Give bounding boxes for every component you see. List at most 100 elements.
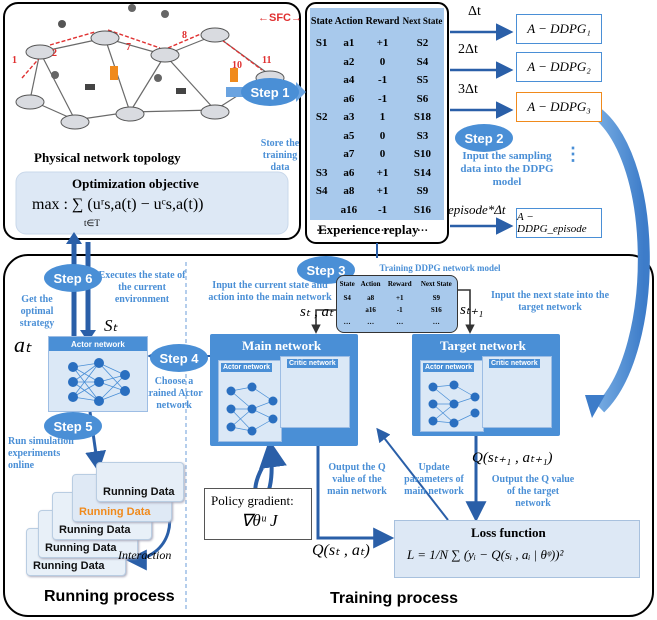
label-q-main: Q(sₜ , aₜ) bbox=[312, 542, 370, 559]
table-row: a16 -1 S16 bbox=[337, 304, 457, 316]
table-cell: +1 bbox=[395, 294, 404, 302]
step2-badge: Step 2 bbox=[455, 124, 513, 152]
table-cell: 1 bbox=[379, 111, 386, 124]
big-curved-arrow bbox=[586, 102, 650, 413]
table-cell: 0 bbox=[379, 148, 386, 161]
mini-header: Reward bbox=[387, 280, 412, 288]
table-cell: a8 bbox=[343, 185, 355, 198]
loss-function-formula: L = 1/N ∑ (yᵢ − Q(sᵢ , aᵢ | θᵠ))² bbox=[407, 547, 564, 562]
table-cell: a16 bbox=[365, 306, 376, 314]
table-cell: … bbox=[432, 318, 440, 326]
table-cell: a1 bbox=[343, 37, 355, 50]
replay-title: Experience replay bbox=[318, 222, 419, 237]
running-data-label: Running Data bbox=[45, 542, 117, 554]
running-data-label: Running Data bbox=[59, 524, 131, 536]
table-cell bbox=[310, 53, 333, 72]
table-cell: 0 bbox=[379, 129, 386, 142]
replay-ddpg-arrows bbox=[450, 23, 514, 235]
interaction-label: Interaction bbox=[118, 548, 172, 562]
table-cell: … bbox=[343, 318, 351, 326]
delta-1: Δt bbox=[468, 4, 481, 19]
update-arrow bbox=[376, 427, 449, 521]
table-cell: S14 bbox=[413, 166, 432, 179]
ellipsis-vertical: ⋮ bbox=[564, 144, 582, 164]
main-network-panel: Main network Actor network Critic networ… bbox=[210, 334, 358, 446]
topology-devices bbox=[51, 4, 238, 94]
loss-function-box: Loss function L = 1/N ∑ (yᵢ − Q(sᵢ , aᵢ … bbox=[394, 520, 640, 578]
table-cell: a5 bbox=[343, 129, 355, 142]
table-cell: a6 bbox=[343, 92, 355, 105]
table-cell: S2 bbox=[315, 111, 328, 124]
input-target-arrow bbox=[458, 289, 475, 334]
table-cell: a3 bbox=[343, 111, 355, 124]
label-st: Sₜ bbox=[104, 316, 118, 335]
table-cell: S3 bbox=[416, 129, 429, 142]
main-actor-inner: Actor network bbox=[218, 360, 282, 442]
note-store: Store the training data bbox=[260, 138, 300, 173]
main-critic-inner: Critic network bbox=[280, 356, 350, 428]
running-data-label: Running Data bbox=[33, 560, 105, 572]
link-number-7: 7 bbox=[126, 42, 131, 53]
table-cell: … bbox=[416, 222, 428, 235]
target-network-panel: Target network Actor network Critic netw… bbox=[412, 334, 560, 436]
mini-header: State bbox=[339, 280, 355, 288]
table-cell: a6 bbox=[343, 166, 355, 179]
training-process-title: Training process bbox=[330, 590, 459, 607]
table-cell: a16 bbox=[340, 203, 358, 216]
ddpg-box-1: A − DDPG₁ bbox=[516, 14, 602, 44]
table-cell: -1 bbox=[396, 306, 403, 314]
objective-subscript: t∈T bbox=[84, 218, 100, 228]
policy-gradient-formula: ∇θᵘ J bbox=[241, 511, 278, 530]
note-input-next: Input the next state into the target net… bbox=[490, 290, 610, 313]
label-st1: sₜ₊₁ bbox=[460, 302, 484, 318]
delta-2: 2Δt bbox=[458, 42, 478, 57]
note-input-sampling: Input the sampling data into the DDPG mo… bbox=[460, 150, 554, 188]
running-data-card-top: Running Data bbox=[96, 462, 184, 502]
table-cell: -1 bbox=[377, 203, 388, 216]
main-actor-nn-icon bbox=[226, 382, 278, 436]
objective-formula: max : ∑ (uʳs,a(t) − uᶜs,a(t)) bbox=[32, 196, 204, 213]
replay-header: Reward bbox=[365, 15, 400, 27]
link-number-11: 11 bbox=[262, 55, 272, 66]
note-output-q-target: Output the Q value of the target network bbox=[491, 474, 575, 509]
router-nodes bbox=[15, 27, 285, 130]
running-data-label: Running Data bbox=[103, 486, 175, 498]
table-cell: … bbox=[396, 318, 404, 326]
table-row: a5 0 S3 bbox=[310, 127, 444, 146]
note-update-params: Update parameters of main network bbox=[404, 462, 464, 497]
table-cell: S16 bbox=[430, 306, 442, 314]
table-cell: S4 bbox=[343, 294, 351, 302]
running-process-title: Running process bbox=[44, 588, 175, 605]
link-number-2: 2 bbox=[52, 48, 57, 59]
sfc-label: ←SFC→ bbox=[258, 12, 302, 24]
policy-gradient-box: Policy gradient: ∇θᵘ J bbox=[204, 488, 312, 540]
table-cell: … bbox=[377, 222, 389, 235]
delta-3: 3Δt bbox=[458, 82, 478, 97]
note-get-optimal: Get the optimal strategy bbox=[19, 294, 55, 329]
label-q-target: Q(sₜ₊₁ , aₜ₊₁) bbox=[472, 450, 553, 466]
step1-badge: Step 1 bbox=[241, 78, 299, 106]
table-cell: S5 bbox=[416, 74, 429, 87]
table-cell bbox=[310, 90, 333, 109]
note-choose-actor: Choose a trained Actor network bbox=[145, 376, 203, 411]
ddpg-box-episode: A − DDPG_episode bbox=[516, 208, 602, 238]
step6-badge: Step 6 bbox=[44, 264, 102, 292]
link-number-10: 10 bbox=[232, 60, 242, 71]
replay-header-row: State Action Reward Next State bbox=[310, 8, 444, 34]
table-cell: +1 bbox=[376, 185, 389, 198]
policy-gradient-title: Policy gradient: bbox=[211, 493, 294, 508]
note-executes: Executes the state of the current enviro… bbox=[98, 270, 186, 305]
q-main-arrow bbox=[316, 440, 395, 549]
running-data-label: Running Data bbox=[79, 506, 151, 518]
table-cell bbox=[310, 127, 333, 146]
target-network-title: Target network bbox=[440, 338, 526, 353]
table-cell: S2 bbox=[416, 37, 429, 50]
target-critic-inner: Critic network bbox=[482, 356, 552, 428]
